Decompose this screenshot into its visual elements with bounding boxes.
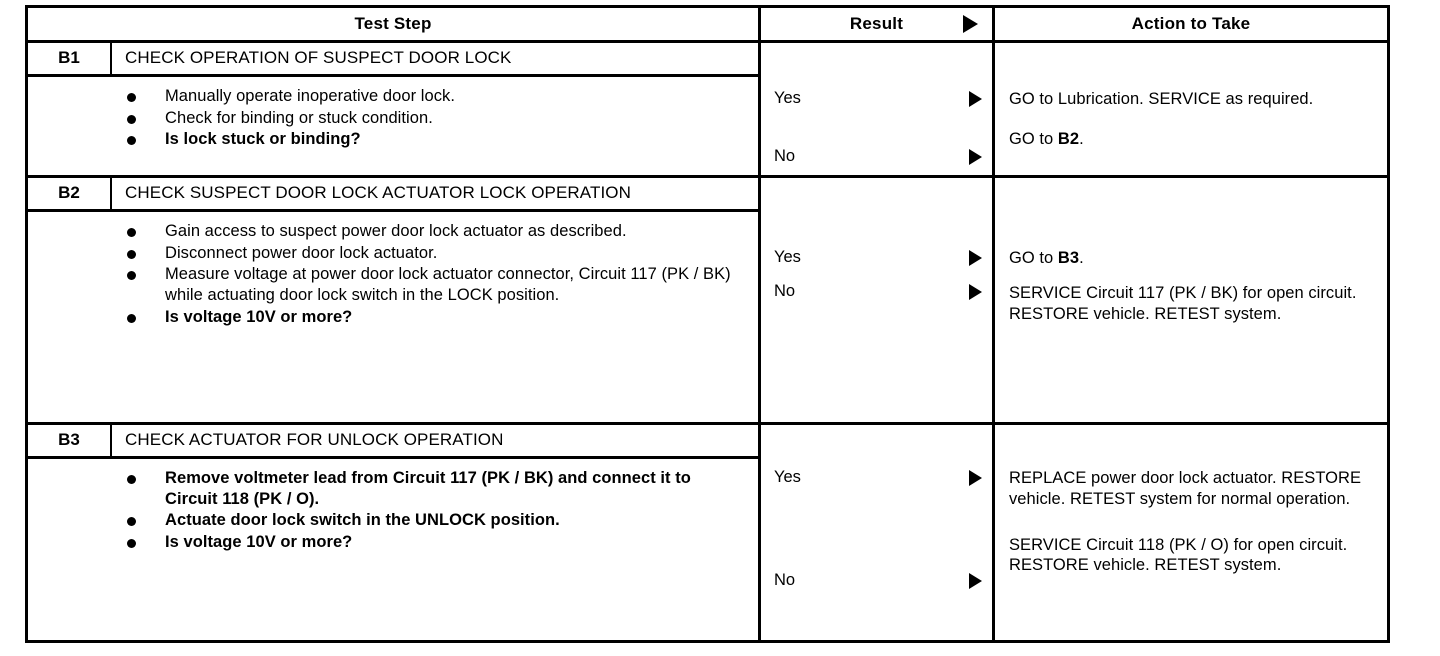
- section-b2: B2 CHECK SUSPECT DOOR LOCK ACTUATOR LOCK…: [28, 178, 758, 422]
- result-row-yes: Yes: [761, 468, 992, 488]
- header-action-to-take: Action to Take: [1131, 14, 1251, 33]
- list-item: Actuate door lock switch in the UNLOCK p…: [127, 510, 748, 531]
- bullet-icon: [127, 249, 136, 259]
- section-b2-id: B2: [28, 178, 112, 209]
- result-label: Yes: [774, 248, 801, 266]
- result-label: Yes: [774, 468, 801, 486]
- header-result-label: Result: [849, 14, 904, 33]
- section-b2-title-row: B2 CHECK SUSPECT DOOR LOCK ACTUATOR LOCK…: [28, 178, 758, 212]
- step-text: Gain access to suspect power door lock a…: [165, 221, 627, 240]
- list-item: Remove voltmeter lead from Circuit 117 (…: [127, 468, 748, 510]
- action-prefix: GO to: [1009, 129, 1058, 148]
- pinpoint-test-table: Test Step Result Action to Take B1 CHECK…: [25, 5, 1390, 643]
- result-label: No: [774, 570, 796, 589]
- column-divider-test-result: [758, 8, 761, 640]
- header-bottom-border: [28, 40, 1387, 43]
- result-row-yes: Yes: [761, 89, 992, 109]
- section-b1-results: Yes No: [761, 43, 992, 175]
- action-text-no: GO to B2.: [995, 129, 1387, 150]
- result-label: Yes: [774, 89, 801, 107]
- action-text-yes: GO to Lubrication. SERVICE as required.: [1009, 90, 1314, 108]
- section-b2-title: CHECK SUSPECT DOOR LOCK ACTUATOR LOCK OP…: [125, 183, 631, 202]
- section-b2-actions: GO to B3. SERVICE Circuit 117 (PK / BK) …: [995, 178, 1387, 422]
- header-test-step: Test Step: [354, 14, 432, 33]
- step-text: Check for binding or stuck condition.: [165, 108, 433, 127]
- right-triangle-arrow-icon: [969, 250, 982, 266]
- list-item: Is voltage 10V or more?: [127, 307, 748, 328]
- right-triangle-arrow-icon: [963, 15, 978, 33]
- action-step-ref: B2: [1057, 129, 1080, 148]
- section-b1-title: CHECK OPERATION OF SUSPECT DOOR LOCK: [125, 48, 512, 67]
- list-item: Gain access to suspect power door lock a…: [127, 221, 748, 242]
- bullet-icon: [127, 539, 136, 549]
- section-b1-id: B1: [28, 43, 112, 74]
- action-suffix: .: [1079, 129, 1084, 148]
- header-result: Result: [761, 8, 992, 40]
- section-b2-steps: Gain access to suspect power door lock a…: [28, 212, 758, 339]
- step-text: Disconnect power door lock actuator.: [165, 243, 438, 262]
- list-item: Measure voltage at power door lock actua…: [127, 264, 748, 306]
- bullet-icon: [127, 517, 136, 527]
- action-step-ref: B3: [1057, 249, 1080, 267]
- right-triangle-arrow-icon: [969, 91, 982, 107]
- section-b3-results: Yes No: [761, 425, 992, 640]
- bullet-icon: [127, 313, 136, 323]
- step-question: Is voltage 10V or more?: [165, 533, 353, 552]
- step-question: Is voltage 10V or more?: [165, 307, 353, 326]
- right-triangle-arrow-icon: [969, 572, 982, 589]
- section-divider-b2-b3: [28, 422, 1387, 425]
- bullet-icon: [127, 136, 136, 146]
- result-row-no: No: [761, 282, 992, 302]
- bullet-icon: [127, 474, 136, 484]
- result-label: No: [774, 281, 796, 300]
- section-b3: B3 CHECK ACTUATOR FOR UNLOCK OPERATION R…: [28, 425, 758, 640]
- action-prefix: GO to: [1009, 249, 1058, 267]
- column-divider-result-action: [992, 8, 995, 640]
- bullet-icon: [127, 114, 136, 124]
- action-text-no: SERVICE Circuit 117 (PK / BK) for open c…: [1009, 283, 1357, 323]
- table-header-row: Test Step Result Action to Take: [28, 8, 1387, 40]
- right-triangle-arrow-icon: [969, 470, 982, 486]
- list-item: Is voltage 10V or more?: [127, 532, 748, 553]
- right-triangle-arrow-icon: [969, 283, 982, 300]
- step-text: Actuate door lock switch in the UNLOCK p…: [165, 511, 560, 530]
- list-item: Is lock stuck or binding?: [127, 129, 748, 150]
- action-text-yes: REPLACE power door lock actuator. RESTOR…: [1009, 469, 1362, 508]
- list-item: Manually operate inoperative door lock.: [127, 86, 748, 107]
- section-b1-steps: Manually operate inoperative door lock. …: [28, 77, 758, 161]
- result-row-no: No: [761, 571, 992, 591]
- bullet-icon: [127, 227, 136, 237]
- result-row-yes: Yes: [761, 248, 992, 268]
- section-b1: B1 CHECK OPERATION OF SUSPECT DOOR LOCK …: [28, 43, 758, 175]
- section-b3-id: B3: [28, 425, 112, 456]
- section-divider-b1-b2: [28, 175, 1387, 178]
- bullet-icon: [127, 92, 136, 102]
- step-text: Manually operate inoperative door lock.: [165, 86, 455, 105]
- action-suffix: .: [1079, 249, 1084, 267]
- right-triangle-arrow-icon: [969, 148, 982, 165]
- section-b3-steps: Remove voltmeter lead from Circuit 117 (…: [28, 459, 758, 564]
- step-text: Measure voltage at power door lock actua…: [165, 265, 731, 305]
- step-question: Is lock stuck or binding?: [165, 130, 361, 149]
- bullet-icon: [127, 271, 136, 281]
- list-item: Check for binding or stuck condition.: [127, 108, 748, 129]
- result-label: No: [774, 146, 796, 165]
- action-text-no: SERVICE Circuit 118 (PK / O) for open ci…: [1009, 535, 1348, 575]
- step-text: Remove voltmeter lead from Circuit 117 (…: [165, 468, 691, 508]
- section-b3-title: CHECK ACTUATOR FOR UNLOCK OPERATION: [125, 430, 504, 449]
- list-item: Disconnect power door lock actuator.: [127, 243, 748, 264]
- action-text-yes: GO to B3.: [995, 248, 1387, 269]
- section-b3-title-row: B3 CHECK ACTUATOR FOR UNLOCK OPERATION: [28, 425, 758, 459]
- result-row-no: No: [761, 147, 992, 167]
- section-b2-results: Yes No: [761, 178, 992, 422]
- section-b3-actions: REPLACE power door lock actuator. RESTOR…: [995, 425, 1387, 640]
- section-b1-title-row: B1 CHECK OPERATION OF SUSPECT DOOR LOCK: [28, 43, 758, 77]
- section-b1-actions: GO to Lubrication. SERVICE as required. …: [995, 43, 1387, 175]
